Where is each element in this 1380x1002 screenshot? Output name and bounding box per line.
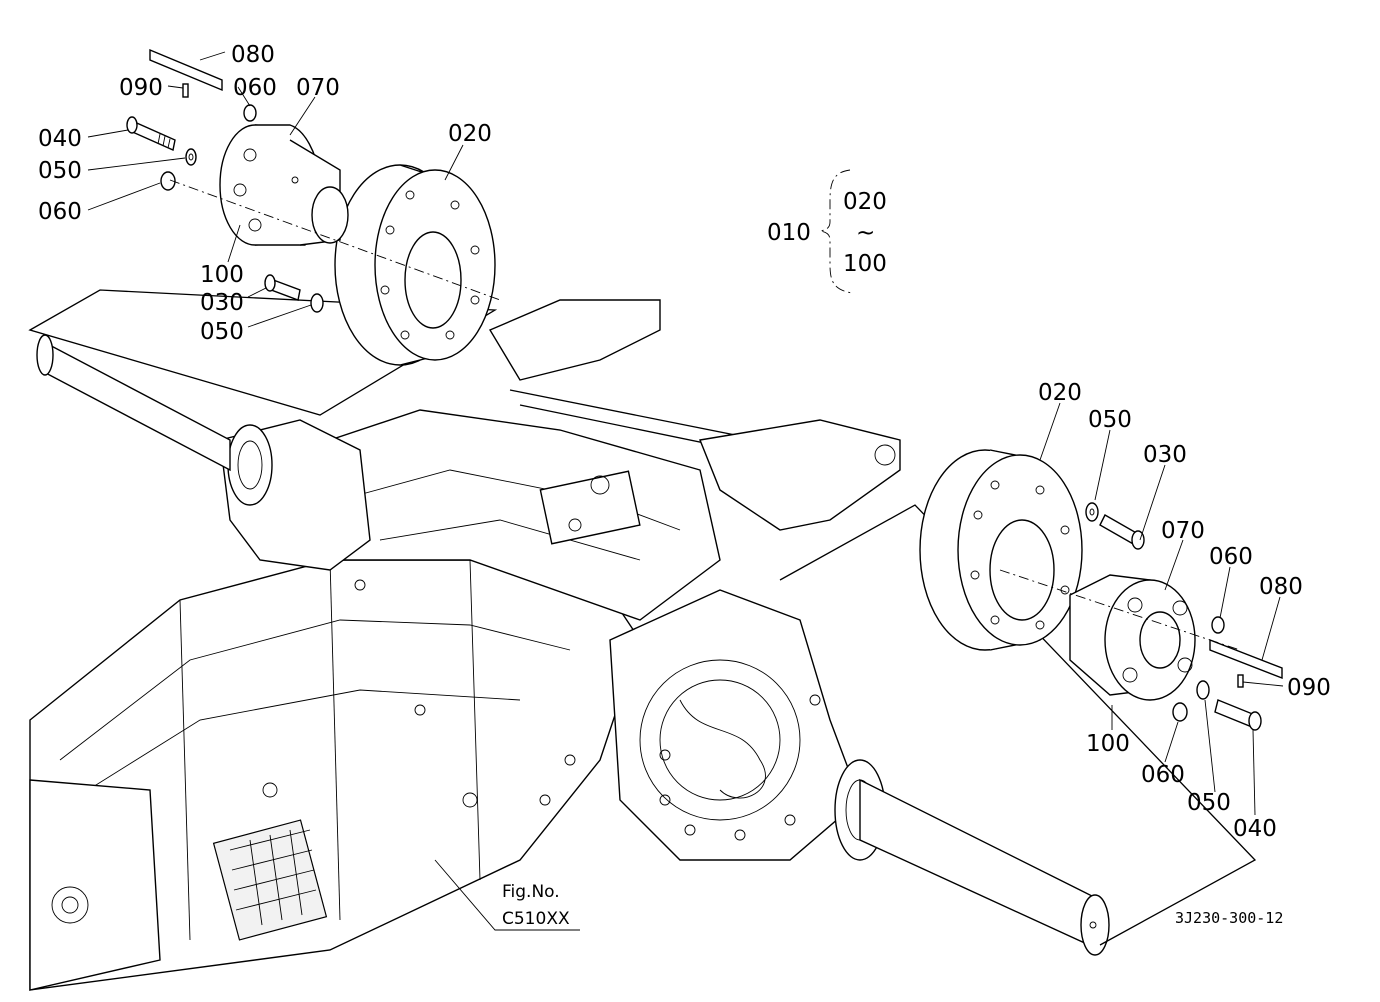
- drawing-code: 3J230-300-12: [1175, 909, 1283, 927]
- transmission-housing: [29, 299, 1110, 991]
- callout-090-left: 090: [119, 75, 163, 101]
- callout-060-right-b: 060: [1141, 762, 1185, 788]
- left-bolt-040: [126, 116, 176, 151]
- left-washer-050-a: [185, 148, 197, 166]
- left-hub: [219, 124, 349, 246]
- left-nut-060-a: [160, 171, 176, 191]
- right-nut-060-b: [1172, 702, 1188, 722]
- right-flange-disc: [919, 449, 1083, 651]
- right-washer-050-b: [1196, 680, 1210, 700]
- callout-070-right: 070: [1161, 518, 1205, 544]
- right-washer-050-a: [1085, 502, 1099, 522]
- left-axle-shaft: [36, 334, 231, 472]
- left-axle-housing: [219, 419, 371, 571]
- callout-100-left: 100: [200, 262, 244, 288]
- callout-070-left: 070: [296, 75, 340, 101]
- assembly-bracket: [819, 169, 853, 294]
- callout-020-left: 020: [448, 121, 492, 147]
- callout-030-right: 030: [1143, 442, 1187, 468]
- right-bolt-040: [1214, 699, 1262, 731]
- callout-080-right: 080: [1259, 574, 1303, 600]
- group-range-mark: ~: [856, 220, 875, 246]
- right-key: [1209, 638, 1283, 680]
- right-nut-060-a: [1211, 616, 1225, 634]
- callout-040-right: 040: [1233, 816, 1277, 842]
- callout-050-right-a: 050: [1088, 407, 1132, 433]
- left-flange-disc: [334, 164, 496, 366]
- callout-080-left: 080: [231, 42, 275, 68]
- leader-lines: [87, 51, 1284, 931]
- callout-050-right-b: 050: [1187, 790, 1231, 816]
- right-pin: [1237, 674, 1244, 688]
- right-bolt-030: [1099, 514, 1145, 550]
- callout-040-left: 040: [38, 126, 82, 152]
- right-axle-shaft: [859, 778, 1110, 956]
- callout-050-left-a: 050: [38, 158, 82, 184]
- callout-030-left: 030: [200, 290, 244, 316]
- left-pin: [182, 83, 189, 98]
- left-nut-060-b: [243, 104, 257, 122]
- left-hub-assembly: [28, 48, 501, 416]
- callout-090-right: 090: [1287, 675, 1331, 701]
- callout-060-left-top: 060: [233, 75, 277, 101]
- side-grille: [212, 819, 328, 941]
- group-start-020: 020: [843, 189, 887, 215]
- callout-100-right: 100: [1086, 731, 1130, 757]
- callout-060-right-a: 060: [1209, 544, 1253, 570]
- left-washer-050-b: [310, 293, 324, 313]
- left-key: [149, 48, 223, 92]
- figure-ref-label: Fig.No.: [502, 882, 560, 902]
- group-parent-010: 010: [767, 220, 811, 246]
- right-hub: [1069, 574, 1196, 701]
- group-end-100: 100: [843, 251, 887, 277]
- callout-020-right: 020: [1038, 380, 1082, 406]
- figure-ref-number: C510XX: [502, 909, 570, 929]
- right-axle-housing: [609, 589, 886, 861]
- housing-bolts: [262, 579, 821, 841]
- left-bolt-030: [264, 274, 301, 301]
- callout-050-left-b: 050: [200, 319, 244, 345]
- callout-060-left-b: 060: [38, 199, 82, 225]
- right-hub-assembly: [779, 449, 1283, 946]
